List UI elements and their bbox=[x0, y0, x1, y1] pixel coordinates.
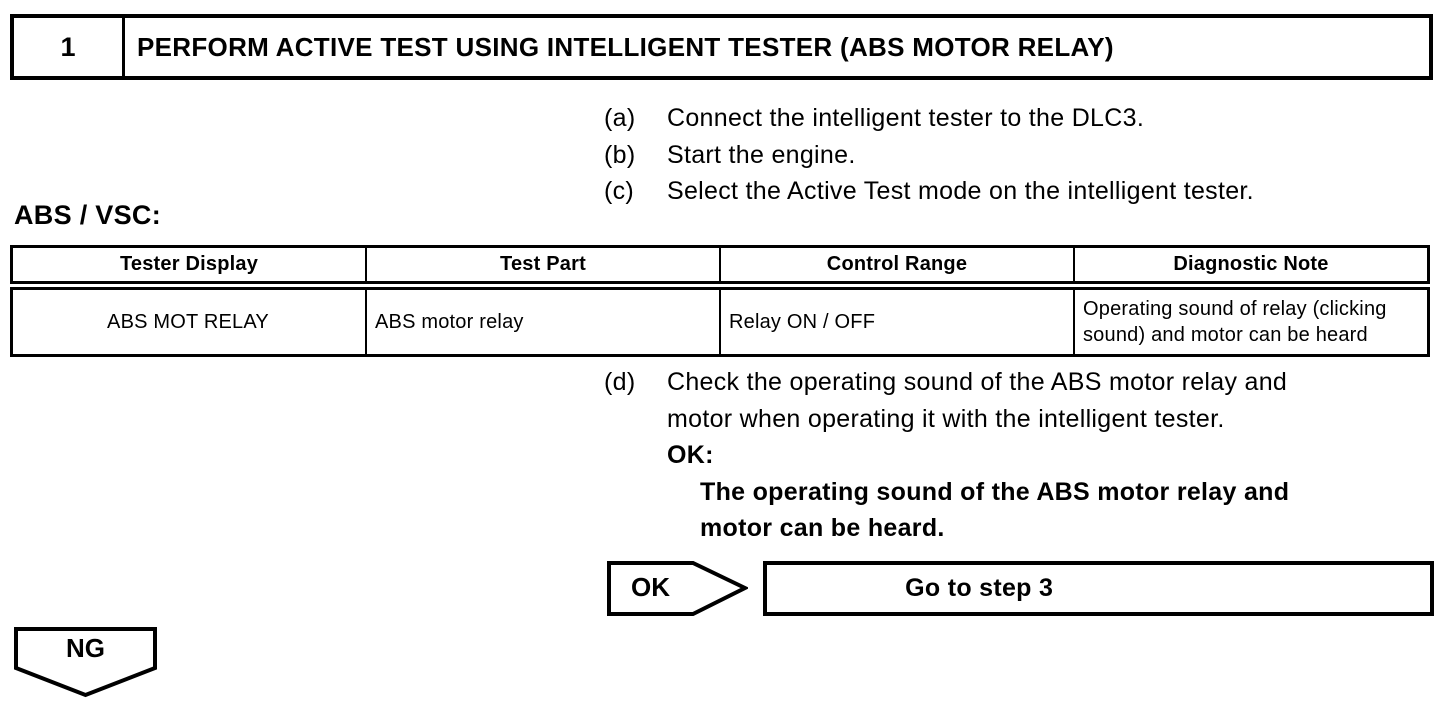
ng-decision-arrow: NG bbox=[14, 627, 157, 698]
substep-d-line-1: Check the operating sound of the ABS mot… bbox=[667, 368, 1288, 396]
col-header-test-part: Test Part bbox=[364, 245, 721, 290]
section-label: ABS / VSC: bbox=[14, 200, 162, 230]
substep-d-text: Check the operating sound of the ABS mot… bbox=[667, 364, 1444, 547]
ok-condition-line-2: motor can be heard. bbox=[700, 514, 945, 542]
substep-d: (d) Check the operating sound of the ABS… bbox=[604, 364, 1444, 547]
table-row: ABS MOT RELAY ABS motor relay Relay ON /… bbox=[9, 284, 1430, 357]
substep-c-marker: (c) bbox=[604, 177, 635, 205]
substep-d-row: (d) Check the operating sound of the ABS… bbox=[604, 364, 1444, 547]
substep-a: (a) Connect the intelligent tester to th… bbox=[604, 100, 1434, 137]
ok-condition-label: OK: bbox=[667, 441, 714, 469]
col-header-control-range: Control Range bbox=[718, 245, 1075, 290]
goto-step-box: Go to step 3 bbox=[763, 561, 1434, 616]
step-number: 1 bbox=[14, 18, 125, 76]
col-header-diagnostic-note: Diagnostic Note bbox=[1072, 245, 1430, 290]
substep-a-text: Connect the intelligent tester to the DL… bbox=[667, 104, 1145, 132]
cell-diagnostic-note: Operating sound of relay (clicking sound… bbox=[1072, 284, 1430, 357]
ok-badge: OK bbox=[631, 572, 670, 602]
ok-decision-arrow: OK bbox=[607, 561, 748, 616]
substep-c-text: Select the Active Test mode on the intel… bbox=[667, 177, 1254, 205]
ng-arrow-icon bbox=[14, 627, 157, 698]
cell-tester-display: ABS MOT RELAY bbox=[9, 284, 367, 357]
step-title: PERFORM ACTIVE TEST USING INTELLIGENT TE… bbox=[137, 31, 1114, 62]
step-header-bar: 1 PERFORM ACTIVE TEST USING INTELLIGENT … bbox=[10, 14, 1433, 80]
ok-condition-line-1: The operating sound of the ABS motor rel… bbox=[700, 477, 1290, 506]
substep-d-marker: (d) bbox=[604, 368, 636, 396]
active-test-table: Tester Display Test Part Control Range D… bbox=[9, 245, 1430, 357]
ok-arrow-icon bbox=[607, 561, 748, 616]
substep-b-text: Start the engine. bbox=[667, 140, 856, 169]
ng-badge: NG bbox=[66, 632, 105, 663]
table-header-row: Tester Display Test Part Control Range D… bbox=[9, 245, 1430, 290]
substep-b: (b) Start the engine. bbox=[604, 137, 1434, 174]
col-header-tester-display: Tester Display bbox=[9, 245, 367, 290]
substep-d-line-2: motor when operating it with the intelli… bbox=[667, 404, 1225, 433]
cell-test-part: ABS motor relay bbox=[364, 284, 721, 357]
substep-a-marker: (a) bbox=[604, 104, 636, 132]
goto-step-text: Go to step 3 bbox=[905, 574, 1054, 602]
substep-c: (c) Select the Active Test mode on the i… bbox=[604, 173, 1434, 210]
substep-b-marker: (b) bbox=[604, 140, 636, 169]
cell-control-range: Relay ON / OFF bbox=[718, 284, 1075, 357]
substep-list: (a) Connect the intelligent tester to th… bbox=[604, 100, 1434, 210]
